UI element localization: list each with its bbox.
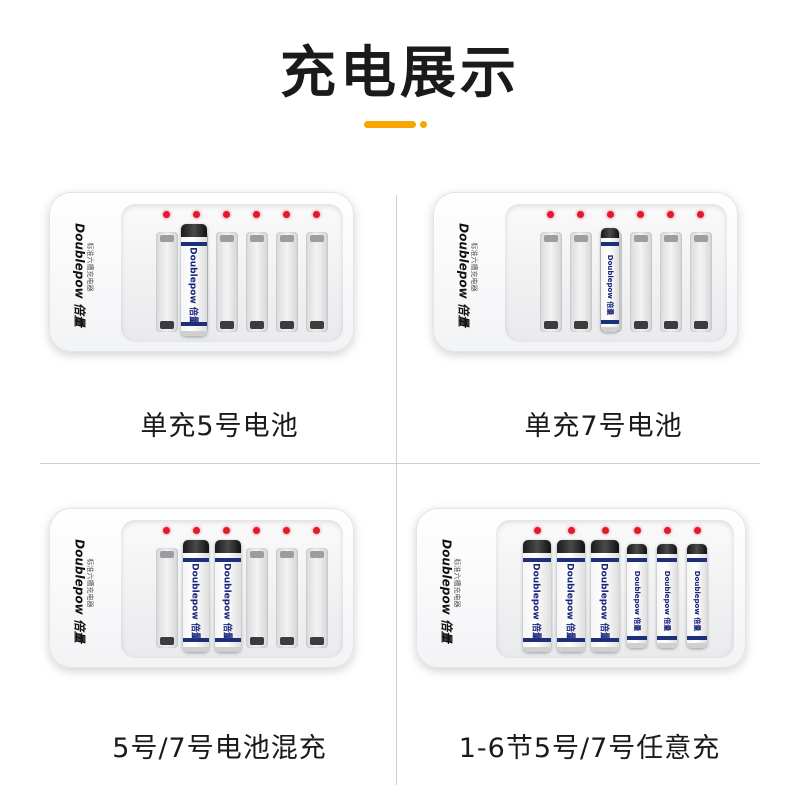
battery-slot [156,232,178,332]
battery-slot [660,232,682,332]
caption: 5号/7号电池混充 [112,733,327,764]
charge-led [607,211,614,218]
title-dot [420,121,427,128]
battery-slot [690,232,712,332]
divider-horizontal [40,463,760,464]
charge-led [193,527,200,534]
charge-led [193,211,200,218]
panel-single-aa: Doublepow 倍量 标准六槽充电器 Doublepow 倍量 单充5号电池 [42,192,397,462]
charge-led [283,527,290,534]
brand-subtitle: 标准六槽充电器 [86,558,94,608]
panel-mixed: Doublepow 倍量 标准六槽充电器 Doublepow 倍量 Double… [42,508,397,778]
aa-battery: Doublepow 倍量 [591,540,619,652]
charge-led [577,211,584,218]
charger-image: Doublepow 倍量 标准六槽充电器 Doublepow 倍量 Double… [416,508,746,668]
battery-slot [306,232,328,332]
charge-led [253,527,260,534]
charge-led [313,527,320,534]
divider-vertical [396,195,397,785]
caption: 单充5号电池 [140,411,299,442]
panel-single-aaa: Doublepow 倍量 标准六槽充电器 Doublepow 倍量 单充7号电池 [426,192,781,462]
battery-slot [246,232,268,332]
aaa-battery: Doublepow 倍量 [601,228,619,332]
charger-tray: Doublepow 倍量 Doublepow 倍量 Doublepow 倍量 D… [496,520,734,658]
charge-led [664,527,671,534]
brand-subtitle: 标准六槽充电器 [470,242,478,292]
aa-battery: Doublepow 倍量 [215,540,241,652]
charge-led [568,527,575,534]
charger-tray: Doublepow 倍量 [505,204,727,342]
charge-led [253,211,260,218]
caption: 1-6节5号/7号任意充 [458,733,721,764]
charge-led [667,211,674,218]
aa-battery: Doublepow 倍量 [557,540,585,652]
charge-led [223,527,230,534]
charger-image: Doublepow 倍量 标准六槽充电器 Doublepow 倍量 [433,192,738,352]
battery-slot [570,232,592,332]
charge-led [163,527,170,534]
charger-tray: Doublepow 倍量 [121,204,343,342]
charge-led [163,211,170,218]
aa-battery: Doublepow 倍量 [523,540,551,652]
charger-image: Doublepow 倍量 标准六槽充电器 Doublepow 倍量 [49,192,354,352]
charge-led [547,211,554,218]
battery-slot [306,548,328,648]
battery-slot [246,548,268,648]
charge-led [602,527,609,534]
title-underline [364,121,416,128]
charge-led [223,211,230,218]
battery-slot [276,548,298,648]
panel-full: Doublepow 倍量 标准六槽充电器 Doublepow 倍量 Double… [412,508,767,778]
battery-slot [276,232,298,332]
battery-slot [630,232,652,332]
aaa-battery: Doublepow 倍量 [657,544,677,648]
brand-subtitle: 标准六槽充电器 [453,558,461,608]
charge-led [637,211,644,218]
aa-battery: Doublepow 倍量 [181,224,207,336]
caption: 单充7号电池 [524,411,683,442]
charger-image: Doublepow 倍量 标准六槽充电器 Doublepow 倍量 Double… [49,508,354,668]
charge-led [697,211,704,218]
charge-led [313,211,320,218]
aaa-battery: Doublepow 倍量 [627,544,647,648]
charge-led [283,211,290,218]
charge-led [694,527,701,534]
aa-battery: Doublepow 倍量 [183,540,209,652]
battery-slot [156,548,178,648]
charger-tray: Doublepow 倍量 Doublepow 倍量 [121,520,343,658]
charge-led [534,527,541,534]
page-title: 充电展示 [280,41,520,106]
aaa-battery: Doublepow 倍量 [687,544,707,648]
battery-slot [540,232,562,332]
battery-slot [216,232,238,332]
brand-subtitle: 标准六槽充电器 [86,242,94,292]
charge-led [634,527,641,534]
